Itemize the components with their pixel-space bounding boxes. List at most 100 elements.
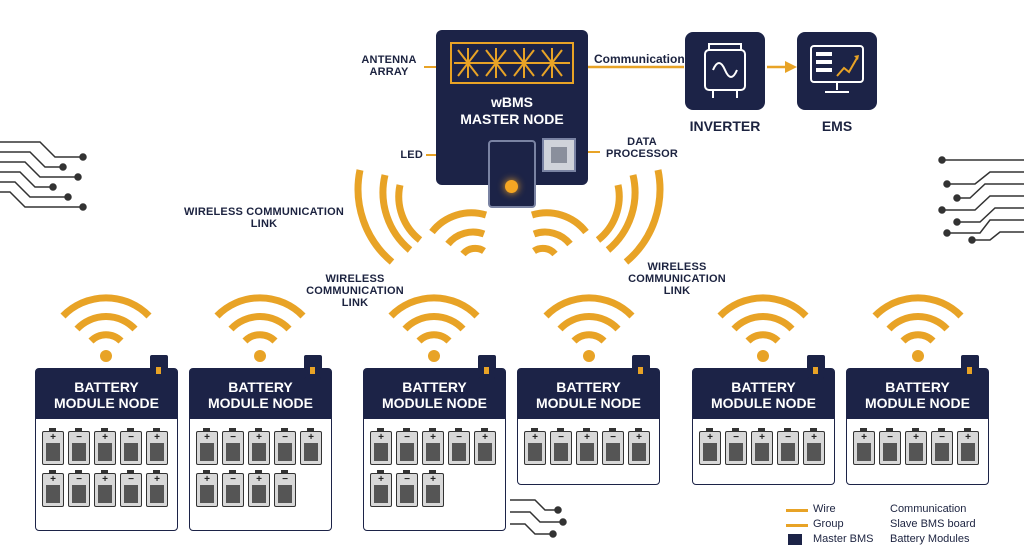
battery-cell-icon: + — [576, 428, 598, 465]
battery-cell-icon: + — [42, 470, 64, 507]
battery-cell-polarity: − — [887, 432, 893, 443]
legend-item: Battery Modules — [890, 533, 970, 545]
legend-group-swatch — [786, 524, 808, 527]
battery-cell-polarity: + — [50, 474, 56, 485]
battery-cell-polarity: + — [256, 432, 262, 443]
battery-cell-icon: − — [222, 470, 244, 507]
battery-cell-polarity: + — [102, 474, 108, 485]
battery-cell-icon: − — [222, 428, 244, 465]
wifi-icon — [720, 298, 806, 362]
battery-cell-icon: − — [68, 428, 90, 465]
battery-cell-icon: + — [905, 428, 927, 465]
battery-cell-polarity: − — [282, 432, 288, 443]
inverter-node — [685, 32, 765, 110]
battery-cell-icon: + — [751, 428, 773, 465]
battery-cell-polarity: + — [204, 474, 210, 485]
battery-cell-polarity: + — [378, 474, 384, 485]
master-node: wBMS MASTER NODE — [436, 30, 588, 208]
wifi-icon — [546, 298, 632, 362]
battery-cell-polarity: + — [707, 432, 713, 443]
battery-cell-polarity: − — [128, 432, 134, 443]
battery-cell-polarity: + — [811, 432, 817, 443]
battery-cell-polarity: + — [430, 432, 436, 443]
battery-cell-icon: + — [42, 428, 64, 465]
battery-cell-polarity: + — [532, 432, 538, 443]
battery-cell-polarity: + — [154, 474, 160, 485]
battery-cell-polarity: − — [558, 432, 564, 443]
battery-cell-icon: + — [524, 428, 546, 465]
battery-cell-icon: + — [196, 428, 218, 465]
battery-cell-polarity: + — [913, 432, 919, 443]
cell-grid: +−+−++−+ — [370, 428, 496, 507]
inverter-icon — [704, 43, 746, 98]
data-processor-icon — [542, 138, 576, 172]
cell-grid: +−+−++−+− — [196, 428, 322, 507]
ems-label: EMS — [821, 118, 853, 134]
battery-cell-icon: + — [699, 428, 721, 465]
battery-cell-icon: − — [396, 428, 418, 465]
led-icon — [505, 180, 518, 193]
legend-item: Master BMS — [813, 533, 874, 545]
battery-cell-polarity: − — [404, 432, 410, 443]
battery-cell-polarity: + — [430, 474, 436, 485]
communication-label: Communication — [594, 52, 685, 66]
battery-cell-icon: + — [422, 428, 444, 465]
ems-node — [797, 32, 877, 110]
slave-bms-board-icon — [150, 355, 168, 379]
battery-cell-polarity: − — [76, 474, 82, 485]
battery-cell-icon: − — [274, 428, 296, 465]
battery-cell-icon: + — [370, 470, 392, 507]
master-title-line1: wBMS — [491, 94, 533, 110]
battery-cell-polarity: + — [154, 432, 160, 443]
battery-cell-icon: + — [248, 428, 270, 465]
battery-cell-icon: − — [602, 428, 624, 465]
battery-cell-icon: + — [853, 428, 875, 465]
legend-item: Slave BMS board — [890, 518, 976, 530]
battery-cell-polarity: + — [102, 432, 108, 443]
battery-cell-polarity: − — [733, 432, 739, 443]
slave-bms-board-icon — [632, 355, 650, 379]
led-label: LED — [400, 149, 423, 161]
battery-cell-icon: − — [68, 470, 90, 507]
battery-cell-polarity: − — [128, 474, 134, 485]
battery-cell-icon: + — [474, 428, 496, 465]
battery-cell-polarity: + — [584, 432, 590, 443]
battery-cell-polarity: − — [785, 432, 791, 443]
battery-cell-polarity: + — [861, 432, 867, 443]
antenna-array-icon — [450, 42, 574, 84]
battery-cell-icon: − — [396, 470, 418, 507]
battery-cell-icon: − — [120, 428, 142, 465]
battery-cell-icon: − — [274, 470, 296, 507]
master-title-line2: MASTER NODE — [460, 111, 564, 127]
cell-grid: + − + − + — [699, 428, 825, 465]
battery-cell-icon: + — [94, 428, 116, 465]
battery-cell-icon: + — [628, 428, 650, 465]
battery-cell-polarity: + — [636, 432, 642, 443]
legend-master-bms-swatch — [788, 534, 802, 545]
battery-cell-polarity: − — [230, 432, 236, 443]
battery-cell-icon: + — [422, 470, 444, 507]
inverter-label: INVERTER — [689, 118, 761, 134]
wifi-icon — [875, 298, 961, 362]
legend-item: Group — [813, 518, 844, 530]
legend-item: Wire — [813, 503, 836, 515]
wifi-icon — [217, 298, 303, 362]
battery-cell-icon: − — [777, 428, 799, 465]
battery-cell-icon: + — [94, 470, 116, 507]
slave-bms-board-icon — [961, 355, 979, 379]
battery-cell-polarity: − — [610, 432, 616, 443]
ems-monitor-icon — [810, 45, 864, 93]
battery-cell-polarity: + — [256, 474, 262, 485]
battery-cell-icon: + — [146, 428, 168, 465]
battery-cell-icon: − — [931, 428, 953, 465]
